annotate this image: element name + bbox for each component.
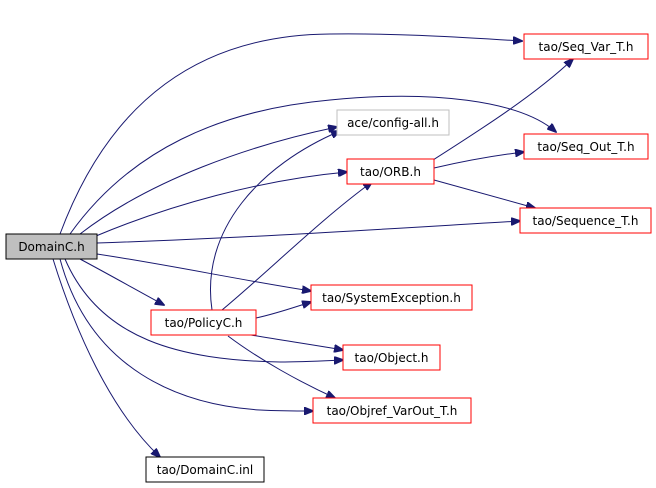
edge-domainc-to-systemexception — [96, 253, 311, 291]
node-label: tao/Seq_Var_T.h — [539, 40, 634, 54]
edge-domainc-to-domainc-inl — [52, 258, 160, 457]
node-object-h[interactable]: tao/Object.h — [342, 344, 441, 371]
node-label: tao/PolicyC.h — [165, 316, 243, 330]
edge-domainc-to-seq-var-t — [59, 33, 522, 235]
edge-domainc-to-objref-varout — [59, 258, 313, 411]
edge-domainc-to-orb — [95, 172, 347, 237]
node-label: DomainC.h — [18, 240, 84, 254]
node-seq-out-t-h[interactable]: tao/Seq_Out_T.h — [523, 133, 649, 160]
node-label: tao/ORB.h — [360, 165, 421, 179]
edge-policyc-to-object — [244, 333, 343, 350]
edge-policyc-to-orb — [221, 182, 372, 311]
edge-domainc-to-config-all — [79, 127, 337, 235]
node-label: tao/Object.h — [355, 351, 429, 365]
edge-domainc-to-sequence-t — [96, 221, 520, 244]
node-ace-config-all-h[interactable]: ace/config-all.h — [336, 109, 450, 136]
edge-orb-to-seq-var-t — [432, 59, 573, 161]
edges — [52, 33, 573, 457]
node-label: tao/Seq_Out_T.h — [537, 140, 634, 154]
nodes: DomainC.h tao/Seq_Var_T.h ace/config-all… — [5, 33, 652, 483]
node-seq-var-t-h[interactable]: tao/Seq_Var_T.h — [523, 33, 649, 60]
node-sequence-t-h[interactable]: tao/Sequence_T.h — [519, 207, 652, 234]
node-label: tao/SystemException.h — [322, 291, 461, 305]
edge-policyc-to-objref-varout — [227, 335, 335, 398]
node-domainc-h[interactable]: DomainC.h — [5, 233, 98, 260]
node-label: tao/Objref_VarOut_T.h — [327, 404, 458, 418]
edge-policyc-to-config-all — [210, 131, 340, 311]
edge-domainc-to-seq-out-t — [69, 95, 556, 235]
node-systemexception-h[interactable]: tao/SystemException.h — [310, 284, 473, 311]
node-label: ace/config-all.h — [347, 116, 439, 130]
edge-domainc-to-policyc — [79, 258, 164, 305]
node-domainc-inl[interactable]: tao/DomainC.inl — [145, 456, 265, 483]
node-objref-varout-t-h[interactable]: tao/Objref_VarOut_T.h — [312, 397, 472, 424]
edge-policyc-to-systemexception — [255, 302, 311, 319]
edge-domainc-to-object — [64, 258, 343, 362]
node-label: tao/Sequence_T.h — [533, 214, 639, 228]
node-orb-h[interactable]: tao/ORB.h — [346, 158, 435, 185]
node-policyc-h[interactable]: tao/PolicyC.h — [150, 309, 257, 336]
edge-orb-to-sequence-t — [433, 179, 535, 208]
node-label: tao/DomainC.inl — [157, 463, 253, 477]
edge-orb-to-seq-out-t — [433, 152, 524, 169]
